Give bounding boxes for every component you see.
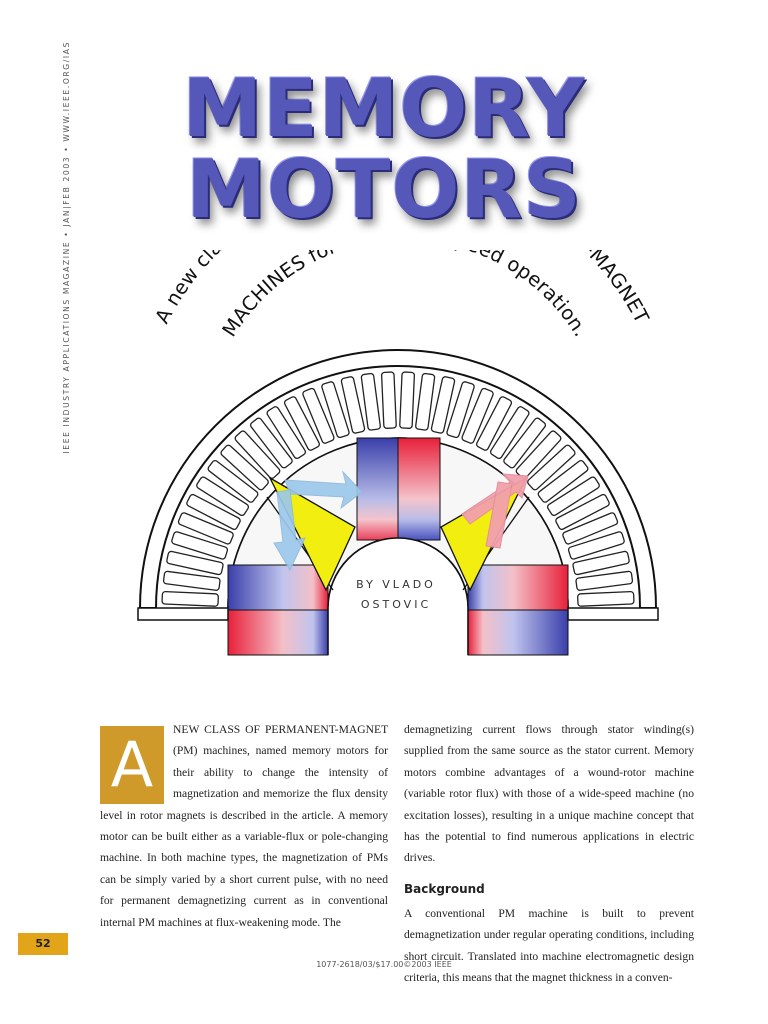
- stator-slot: [186, 493, 241, 530]
- paragraph-1-continued: demagnetizing current flows through stat…: [404, 723, 694, 865]
- stator-slot: [399, 371, 416, 429]
- page-number: 52: [18, 933, 68, 955]
- stator-slot: [266, 406, 307, 460]
- rotor-magnet-red: [397, 437, 441, 541]
- subtitle-line-2: MACHINES for true wide-speed operation.: [218, 250, 593, 341]
- stator-slot: [527, 444, 576, 491]
- stator-slot: [476, 396, 513, 451]
- stator-slot: [415, 372, 436, 431]
- stator-slot: [166, 550, 224, 576]
- sidebar-text: IEEE INDUSTRY APPLICATIONS MAGAZINE • JA…: [62, 41, 71, 454]
- motor-cross-section-figure: A new class of CONTROLLABLE-FLUX PERMANE…: [137, 250, 659, 656]
- byline-line-1: BY VLADO: [356, 578, 436, 591]
- stator-slot: [196, 476, 250, 517]
- stator-slot: [177, 512, 234, 545]
- copyright-footer: 1077-2618/03/$17.00©2003 IEEE: [316, 960, 452, 969]
- lead-text: new class of permanent-magnet: [173, 723, 388, 736]
- rotor-magnet-left-lower: [227, 609, 329, 656]
- stator-slot: [283, 396, 320, 451]
- stator-slot: [575, 570, 634, 591]
- article-column-1: A new class of permanent-magnet (PM) mac…: [100, 719, 388, 933]
- paragraph-1: (PM) machines, named memory motors for t…: [100, 744, 388, 929]
- stator-slot: [360, 372, 381, 431]
- rotor-magnet-right-lower: [467, 609, 569, 656]
- stator-slot: [162, 570, 221, 591]
- stator-slot: [220, 444, 269, 491]
- stator-slot: [249, 417, 293, 469]
- stator-slots: [161, 371, 635, 607]
- paragraph-2: A conventional PM machine is built to pr…: [404, 906, 694, 985]
- stator-slot: [546, 476, 600, 517]
- rotor-magnet-blue: [356, 437, 399, 541]
- stator-slot: [562, 512, 619, 545]
- stator-slot: [503, 417, 547, 469]
- stator-slot: [489, 406, 530, 460]
- rotor-magnet-left-upper: [227, 564, 329, 611]
- section-heading: Background: [404, 881, 485, 896]
- stator-slot: [302, 387, 335, 444]
- flux-arrow-pink: [461, 473, 529, 549]
- stator-slot: [577, 590, 635, 607]
- rotor-magnet-right-upper: [467, 564, 569, 611]
- stator-slot: [430, 376, 456, 434]
- stator-slot: [340, 376, 366, 434]
- drop-cap: A: [100, 726, 164, 804]
- flux-arrow-blue: [273, 470, 363, 572]
- stator-slot: [207, 459, 259, 503]
- stator-slot: [555, 493, 610, 530]
- byline-line-2: OSTOVIC: [361, 598, 431, 611]
- stator-slot: [461, 387, 494, 444]
- title-line-1: MEMORY: [182, 62, 586, 155]
- stator-slot: [161, 590, 219, 607]
- stator-slot: [446, 381, 475, 439]
- stator-slot: [321, 381, 350, 439]
- title-line-2: MOTORS: [186, 143, 582, 236]
- stator-slot: [572, 550, 630, 576]
- stator-slot: [234, 430, 281, 479]
- stator-slot: [171, 531, 229, 560]
- article-column-2: demagnetizing current flows through stat…: [404, 719, 694, 988]
- stator-slot: [567, 531, 625, 560]
- stator-slot: [380, 371, 397, 429]
- stator-slot: [537, 459, 589, 503]
